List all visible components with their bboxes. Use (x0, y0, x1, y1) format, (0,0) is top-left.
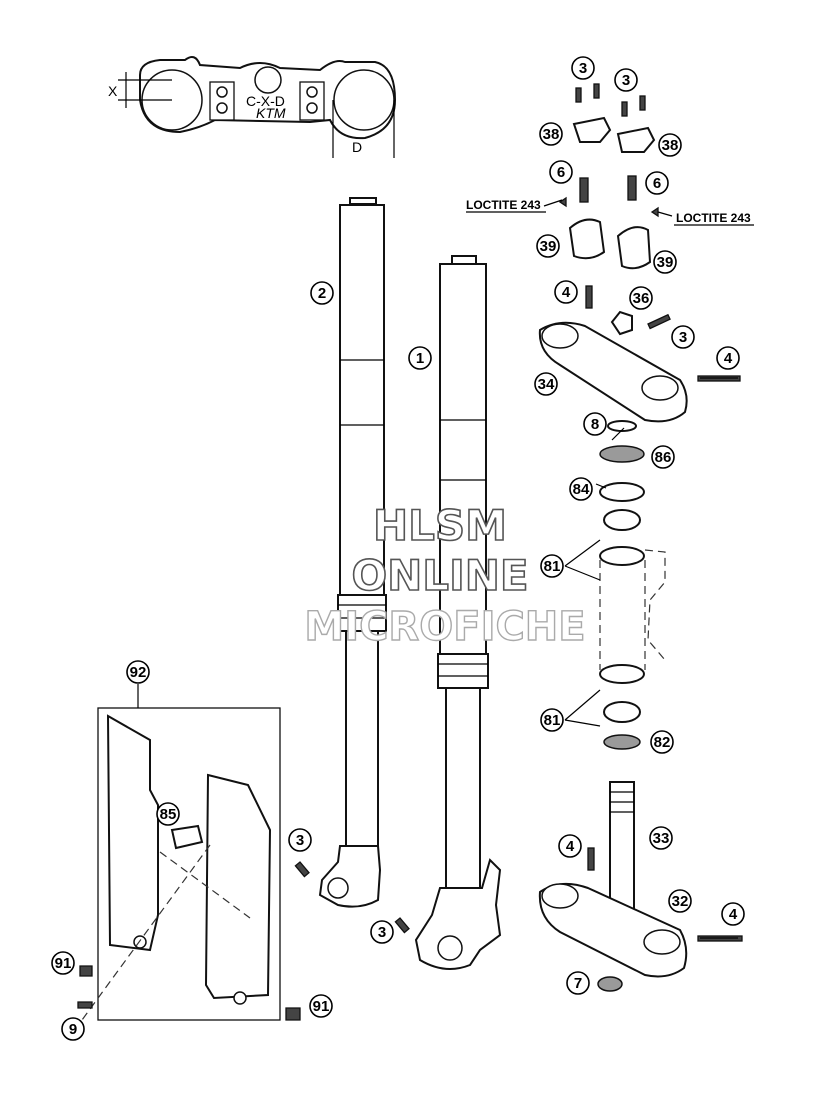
callout-3: 3 (571, 56, 595, 80)
svg-text:81: 81 (544, 712, 561, 729)
callout-32: 32 (668, 889, 692, 913)
clamp-marking: C-X-D (246, 93, 285, 109)
fork-leg-left (318, 197, 387, 908)
svg-text:33: 33 (653, 830, 670, 847)
svg-text:4: 4 (562, 284, 571, 301)
svg-text:92: 92 (130, 664, 147, 681)
steering-head-bearings (599, 420, 666, 750)
callout-38: 38 (658, 133, 682, 157)
svg-text:7: 7 (574, 975, 582, 992)
svg-text:82: 82 (654, 734, 671, 751)
watermark-line3: MICROFICHE (304, 604, 585, 650)
svg-text:4: 4 (566, 838, 575, 855)
callout-92: 92 (126, 660, 150, 684)
watermark-line2: ONLINE (351, 551, 528, 600)
svg-text:39: 39 (657, 254, 674, 271)
callout-34: 34 (534, 372, 558, 396)
callout-81: 81 (540, 554, 564, 578)
svg-text:4: 4 (724, 350, 733, 367)
callout-1: 1 (408, 346, 432, 370)
fork-guard-set (77, 707, 301, 1021)
callout-4: 4 (558, 834, 582, 858)
callout-82: 82 (650, 730, 674, 754)
callout-86: 86 (651, 445, 675, 469)
leader-lines (137, 199, 738, 939)
callout-38: 38 (539, 122, 563, 146)
svg-text:1: 1 (416, 350, 424, 367)
callout-6: 6 (549, 160, 573, 184)
callout-4: 4 (721, 902, 745, 926)
triple-clamp-detail: C-X-D KTM X D (108, 55, 397, 158)
callout-7: 7 (566, 971, 590, 995)
svg-text:85: 85 (160, 806, 177, 823)
svg-text:81: 81 (544, 558, 561, 575)
callout-91: 91 (309, 994, 333, 1018)
dim-d-label: D (352, 139, 362, 155)
callout-3: 3 (671, 325, 695, 349)
clamp-brand: KTM (256, 105, 286, 121)
svg-text:6: 6 (557, 164, 565, 181)
loctite-label-left: LOCTITE 243 (466, 198, 541, 212)
fork-leg-right (414, 255, 502, 970)
svg-text:84: 84 (573, 481, 590, 498)
lower-triple-clamp (538, 781, 743, 992)
watermark-line1: HLSM (373, 501, 507, 550)
svg-text:3: 3 (378, 924, 386, 941)
callout-33: 33 (649, 826, 673, 850)
handlebar-clamp-parts (558, 83, 659, 270)
callout-39: 39 (653, 250, 677, 274)
callout-2: 2 (310, 281, 334, 305)
svg-text:3: 3 (296, 832, 304, 849)
dim-x-label: X (108, 83, 118, 99)
svg-text:2: 2 (318, 285, 326, 302)
callout-91: 91 (51, 951, 75, 975)
svg-text:86: 86 (655, 449, 672, 466)
svg-text:38: 38 (662, 137, 679, 154)
svg-text:6: 6 (653, 175, 661, 192)
callouts: 3 3 38 38 6 6 39 39 4 36 3 4 34 8 86 84 … (51, 56, 745, 1041)
svg-text:38: 38 (543, 126, 560, 143)
callout-36: 36 (629, 286, 653, 310)
callout-85: 85 (156, 802, 180, 826)
callout-39: 39 (536, 234, 560, 258)
svg-text:3: 3 (679, 329, 687, 346)
callout-84: 84 (569, 477, 593, 501)
callout-8: 8 (583, 412, 607, 436)
svg-text:8: 8 (591, 416, 599, 433)
svg-text:32: 32 (672, 893, 689, 910)
svg-text:34: 34 (538, 376, 555, 393)
callout-3: 3 (614, 68, 638, 92)
callout-81: 81 (540, 708, 564, 732)
callout-3: 3 (370, 920, 394, 944)
callout-4: 4 (716, 346, 740, 370)
svg-text:3: 3 (579, 60, 587, 77)
callout-9: 9 (61, 1017, 85, 1041)
loctite-label-right: LOCTITE 243 (676, 211, 751, 225)
callout-4: 4 (554, 280, 578, 304)
svg-text:3: 3 (622, 72, 630, 89)
svg-text:9: 9 (69, 1021, 77, 1038)
callout-3: 3 (288, 828, 312, 852)
callout-6: 6 (645, 171, 669, 195)
svg-text:4: 4 (729, 906, 738, 923)
svg-text:91: 91 (313, 998, 330, 1015)
svg-text:39: 39 (540, 238, 557, 255)
svg-text:36: 36 (633, 290, 650, 307)
watermark: HLSM ONLINE MICROFICHE (304, 500, 587, 651)
svg-text:91: 91 (55, 955, 72, 972)
